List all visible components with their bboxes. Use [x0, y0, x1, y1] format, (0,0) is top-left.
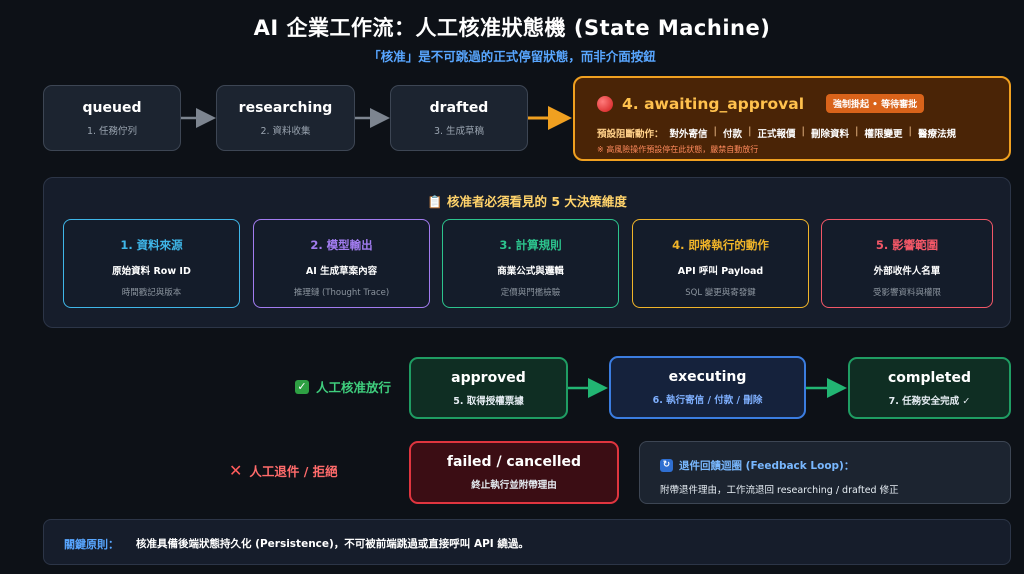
- state-node-completed: completed 7. 任務安全完成 ✓: [848, 357, 1011, 419]
- state-name: completed: [887, 369, 972, 386]
- dimension-sub: 時間戳記與版本: [121, 288, 182, 298]
- feedback-loop-box: ↻ 退件回饋迴圈 (Feedback Loop)： 附帶退件理由，工作流退回 r…: [639, 441, 1011, 504]
- dimension-card-calculation-rules: 3. 計算規則 商業公式與邏輯 定價與門檻檢驗: [442, 219, 619, 308]
- blocked-actions: 預設阻斷動作： 對外寄信 | 付款 | 正式報價 | 刪除資料 | 權限變更 |…: [597, 126, 956, 140]
- state-node-queued: queued 1. 任務佇列: [43, 85, 181, 151]
- refresh-icon: ↻: [660, 459, 673, 472]
- dimension-main: API 呼叫 Payload: [677, 266, 764, 277]
- decision-dimensions-title: 📋 核准者必須看見的 5 大決策維度: [427, 194, 627, 209]
- dimension-main: 外部收件人名單: [873, 266, 941, 277]
- dimension-title: 1. 資料來源: [120, 238, 183, 252]
- state-description: 1. 任務佇列: [86, 125, 138, 137]
- dimension-title: 5. 影響範圍: [875, 238, 939, 252]
- state-description: 終止執行並附帶理由: [471, 480, 557, 491]
- separator: |: [748, 126, 752, 137]
- separator: |: [908, 126, 913, 137]
- state-node-executing: executing 6. 執行寄信 / 付款 / 刪除: [609, 356, 806, 419]
- feedback-loop-title: ↻ 退件回饋迴圈 (Feedback Loop)：: [660, 458, 854, 473]
- cross-icon: ✕: [229, 461, 243, 480]
- awaiting-title: 4. awaiting_approval: [622, 94, 805, 113]
- state-node-drafted: drafted 3. 生成草稿: [390, 85, 528, 151]
- reject-path-text: 人工退件 / 拒絕: [249, 464, 338, 479]
- state-name: queued: [82, 99, 142, 116]
- state-description: 7. 任務安全完成 ✓: [888, 395, 971, 407]
- state-name: executing: [668, 369, 747, 385]
- dimension-card-data-source: 1. 資料來源 原始資料 Row ID 時間戳記與版本: [63, 219, 240, 308]
- blocked-action: 刪除資料: [811, 129, 850, 140]
- state-name: failed / cancelled: [446, 454, 582, 470]
- dimension-card-pending-action: 4. 即將執行的動作 API 呼叫 Payload SQL 變更與寄發鍵: [632, 219, 809, 308]
- dimension-title: 2. 模型輸出: [310, 238, 373, 252]
- dimension-main: 原始資料 Row ID: [112, 266, 191, 277]
- dimension-sub: SQL 變更與寄發鍵: [685, 288, 756, 298]
- blocked-action: 對外寄信: [669, 129, 708, 140]
- state-node-awaiting-approval: 4. awaiting_approval 強制掛起 • 等待審批 預設阻斷動作：…: [573, 76, 1011, 161]
- dimension-title: 3. 計算規則: [499, 238, 562, 252]
- state-description: 6. 執行寄信 / 付款 / 刪除: [652, 395, 763, 406]
- blocked-action: 權限變更: [864, 129, 903, 140]
- state-description: 3. 生成草稿: [433, 125, 485, 137]
- dimension-sub: 推理鏈 (Thought Trace): [293, 288, 390, 298]
- approve-path-text: 人工核准放行: [316, 380, 392, 395]
- state-description: 5. 取得授權票據: [453, 395, 524, 407]
- suspend-badge: 強制掛起 • 等待審批: [826, 94, 925, 113]
- key-principle-box: 關鍵原則： 核准具備後端狀態持久化 (Persistence)，不可被前端跳過或…: [43, 519, 1011, 565]
- state-name: approved: [451, 369, 526, 386]
- dimension-sub: 定價與門檻檢驗: [500, 288, 561, 298]
- check-icon: ✓: [295, 379, 309, 394]
- reject-path-label: ✕ 人工退件 / 拒絕: [229, 461, 338, 480]
- page-subtitle: 「核准」是不可跳過的正式停留狀態，而非介面按鈕: [368, 49, 656, 64]
- state-name: researching: [238, 99, 333, 116]
- state-node-failed-cancelled: failed / cancelled 終止執行並附帶理由: [409, 441, 619, 504]
- separator: |: [801, 126, 806, 137]
- dimension-main: 商業公式與邏輯: [497, 266, 564, 277]
- blocked-actions-label: 預設阻斷動作：: [597, 129, 664, 140]
- feedback-loop-body: 附帶退件理由，工作流退回 researching / drafted 修正: [660, 485, 899, 496]
- feedback-loop-title-text: 退件回饋迴圈 (Feedback Loop)：: [679, 460, 855, 472]
- dimension-main: AI 生成草案內容: [305, 266, 378, 277]
- dimension-card-model-output: 2. 模型輸出 AI 生成草案內容 推理鏈 (Thought Trace): [253, 219, 430, 308]
- blocked-action: 付款: [723, 129, 743, 140]
- state-node-approved: approved 5. 取得授權票據: [409, 357, 568, 419]
- key-principle-text: 核准具備後端狀態持久化 (Persistence)，不可被前端跳過或直接呼叫 A…: [136, 538, 529, 550]
- separator: |: [855, 126, 859, 137]
- state-node-researching: researching 2. 資料收集: [216, 85, 355, 151]
- blocked-action: 醫療法規: [918, 129, 957, 140]
- state-name: drafted: [429, 99, 489, 116]
- blocked-action: 正式報價: [757, 129, 796, 140]
- dimension-card-impact-scope: 5. 影響範圍 外部收件人名單 受影響資料與權限: [821, 219, 993, 308]
- red-circle-icon: [597, 95, 613, 112]
- key-principle-label: 關鍵原則：: [64, 538, 119, 551]
- dimension-sub: 受影響資料與權限: [872, 288, 941, 298]
- approve-path-label: ✓ 人工核准放行: [295, 377, 391, 396]
- dimension-title: 4. 即將執行的動作: [672, 238, 769, 252]
- awaiting-note: ※ 高風險操作預設停在此狀態，嚴禁自動放行: [597, 145, 759, 154]
- state-description: 2. 資料收集: [260, 125, 311, 137]
- page-title: AI 企業工作流：人工核准狀態機 (State Machine): [253, 16, 771, 40]
- separator: |: [713, 126, 718, 137]
